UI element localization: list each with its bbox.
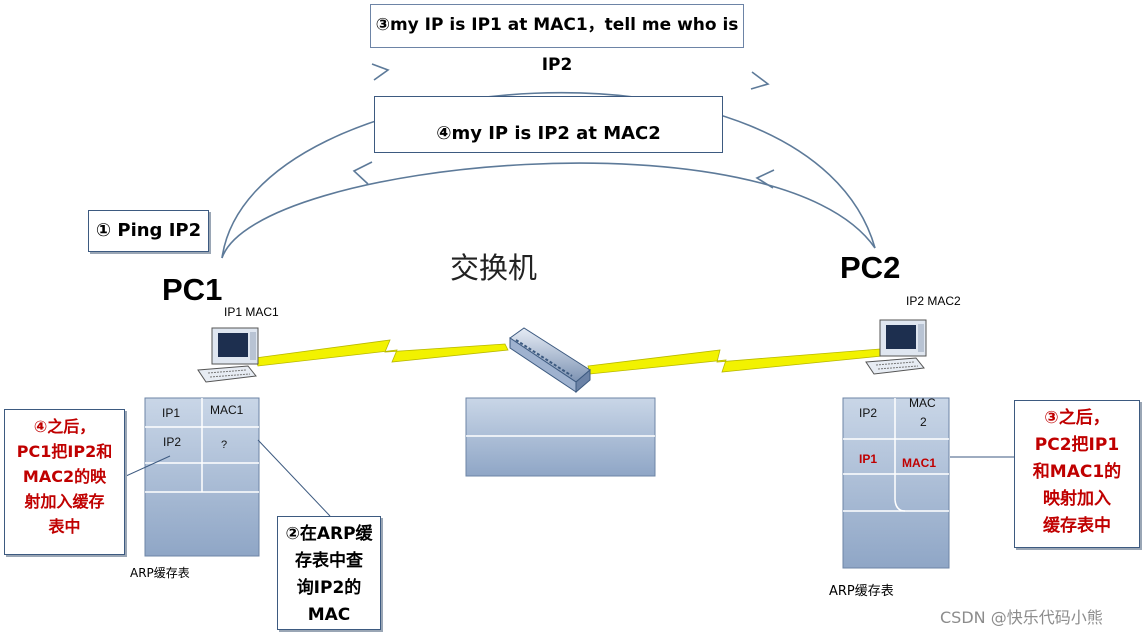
arrowhead (352, 161, 373, 185)
note-step2-line: 询IP2的 (296, 578, 362, 598)
note-right-line: 映射加入 (1043, 489, 1111, 509)
arp-table-left (144, 397, 260, 557)
arrowhead (755, 169, 775, 189)
callout-step1: ① Ping IP2 (88, 210, 209, 252)
pc1-address: IP1 MAC1 (224, 305, 279, 319)
arp-right-mac-line1: MAC (909, 396, 936, 410)
note-step2-line: ②在ARP缓 (285, 524, 373, 544)
arp-left-mac1: MAC1 (210, 403, 244, 417)
lightning-link-left (254, 339, 509, 367)
note-left-line: PC1把IP2和 (16, 442, 113, 461)
note-right-after-step3: ③之后， PC2把IP1 和MAC1的 映射加入 缓存表中 (1014, 400, 1140, 548)
watermark: CSDN @快乐代码小熊 (940, 608, 1103, 627)
note-step2-line: 存表中查 (295, 551, 363, 571)
note-left-after-step4: ④之后， PC1把IP2和 MAC2的映 射加入缓存 表中 (4, 409, 125, 555)
connector-step2 (257, 439, 331, 517)
arp-left-ip2: IP2 (163, 435, 182, 449)
callout-step1-text: ① Ping IP2 (95, 220, 202, 241)
arp-right-ip1: IP1 (859, 452, 878, 466)
computer-icon (865, 319, 927, 375)
callout-step3-text: ③my IP is IP1 at MAC1，tell me who is IP2 (375, 15, 739, 75)
arp-table-right (842, 397, 950, 569)
note-left-line: MAC2的映 (22, 467, 107, 486)
pc2-address: IP2 MAC2 (906, 294, 961, 308)
note-left-line: 射加入缓存 (24, 492, 105, 511)
note-left-line: 表中 (48, 517, 81, 536)
arc-request (221, 91, 876, 259)
callout-step4-text: ④my IP is IP2 at MAC2 (436, 123, 661, 144)
switch-table (465, 397, 656, 477)
switch-icon (509, 327, 591, 394)
arp-right-ip2: IP2 (859, 406, 878, 420)
note-right-line: 和MAC1的 (1032, 462, 1122, 482)
arp-left-unknown-mac: ? (221, 439, 228, 451)
lightning-link-right (587, 348, 883, 375)
callout-step3: ③my IP is IP1 at MAC1，tell me who is IP2 (370, 4, 744, 75)
arc-reply (221, 162, 876, 259)
pc1-label: PC1 (162, 272, 223, 307)
note-right-line: 缓存表中 (1043, 516, 1111, 536)
computer-icon (197, 327, 259, 383)
callout-step4: ④my IP is IP2 at MAC2 (374, 96, 723, 153)
switch-label: 交换机 (450, 251, 538, 285)
arrowhead (750, 71, 770, 90)
arp-right-mac1: MAC1 (902, 456, 937, 470)
note-right-line: ③之后， (1044, 408, 1110, 428)
arp-right-title: ARP缓存表 (829, 584, 894, 599)
note-left-line: ④之后， (33, 417, 96, 436)
note-right-line: PC2把IP1 (1034, 435, 1120, 455)
arp-right-mac-line2: 2 (920, 415, 927, 429)
note-step2-line: MAC (307, 605, 351, 625)
arp-left-title: ARP缓存表 (130, 566, 190, 580)
note-step2: ②在ARP缓 存表中查 询IP2的 MAC (277, 516, 381, 630)
pc2-label: PC2 (840, 250, 901, 285)
arrowhead (371, 63, 390, 81)
arp-left-ip1: IP1 (162, 406, 181, 420)
connector-left-note (125, 455, 171, 477)
